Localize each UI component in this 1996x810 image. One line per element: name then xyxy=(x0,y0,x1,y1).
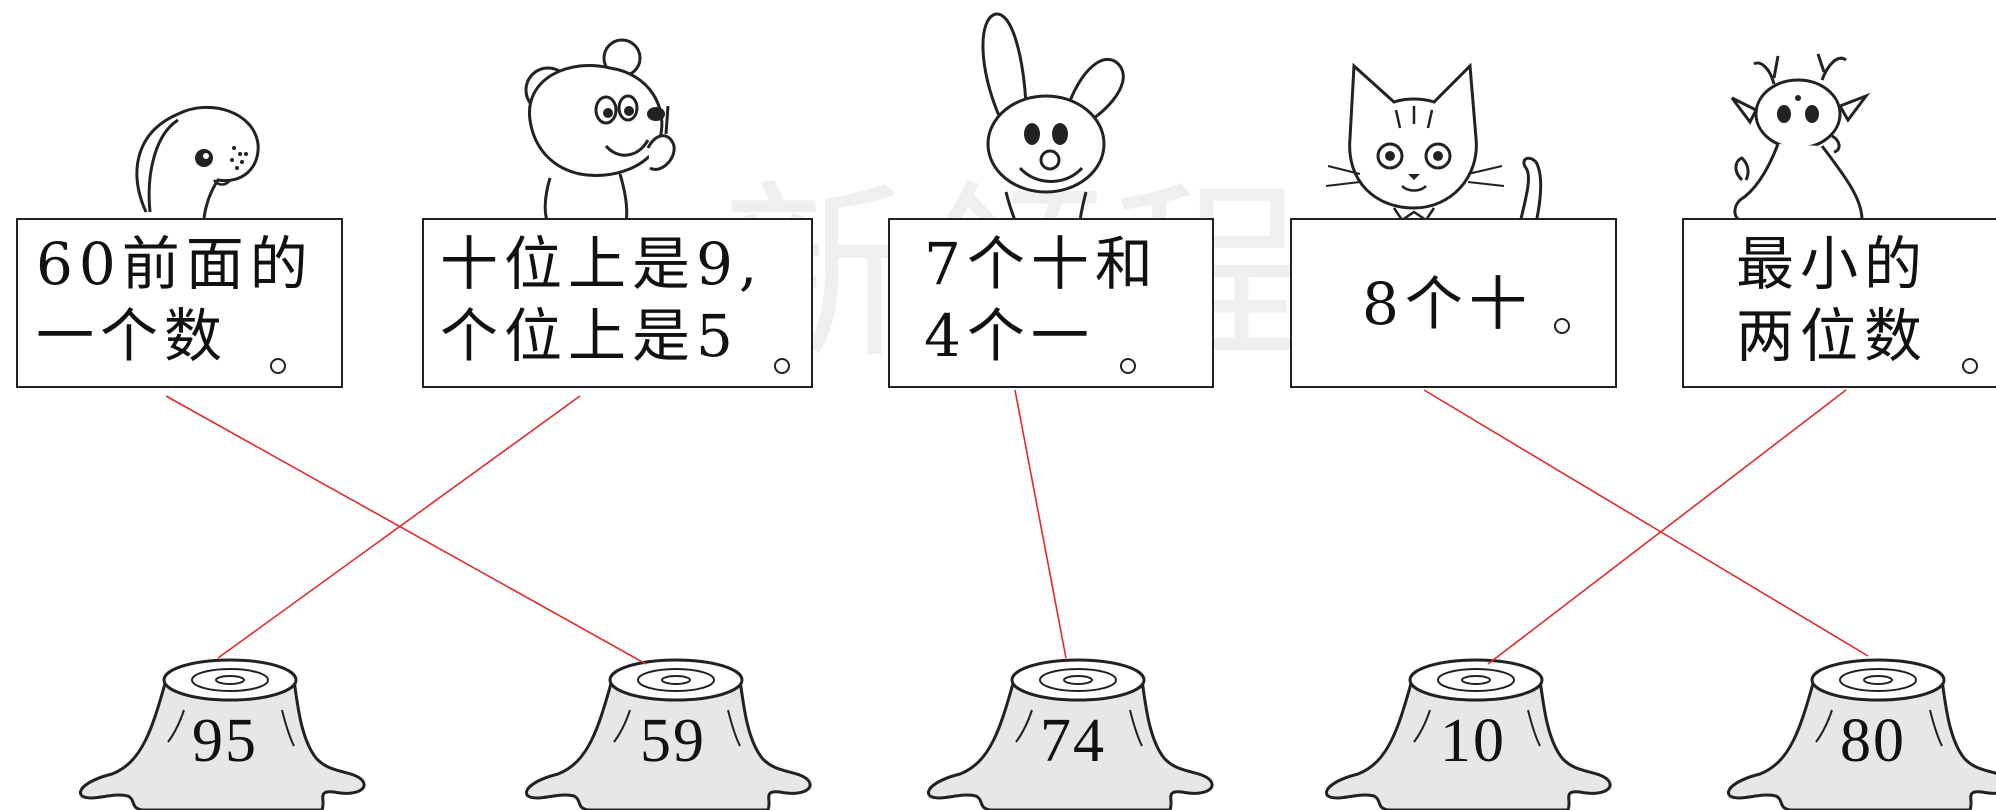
tree-stump-icon xyxy=(1727,658,1996,810)
card-3-line-2: 4个一 xyxy=(924,302,1095,370)
deer-icon xyxy=(1730,53,1871,220)
answer-circle xyxy=(1554,318,1570,334)
answer-circle xyxy=(774,358,790,374)
card-3-line-1: 7个十和 xyxy=(924,230,1159,298)
connector-line xyxy=(217,395,581,659)
connector-line xyxy=(1487,389,1847,665)
connector-line xyxy=(165,395,647,665)
card-2: 十位上是9, 个位上是5 xyxy=(422,218,813,388)
stump-number-1: 95 xyxy=(192,707,258,775)
tree-stump-icon xyxy=(927,658,1214,810)
stump-number-4: 10 xyxy=(1440,707,1506,775)
card-4-line-1: 8个十 xyxy=(1362,270,1533,338)
bear-icon xyxy=(524,38,676,223)
rabbit-icon xyxy=(981,12,1125,223)
card-5: 最小的 两位数 xyxy=(1682,218,1996,388)
card-1-line-2: 一个数 xyxy=(36,302,229,370)
answer-circle xyxy=(270,358,286,374)
puppy-icon xyxy=(135,105,260,219)
card-2-line-2: 个位上是5 xyxy=(440,302,739,370)
card-2-line-1: 十位上是9, xyxy=(440,230,764,298)
stump-number-5: 80 xyxy=(1840,707,1906,775)
card-5-line-1: 最小的 xyxy=(1736,230,1929,298)
card-5-line-2: 两位数 xyxy=(1736,302,1929,370)
cat-icon xyxy=(1325,62,1543,223)
connector-line xyxy=(1014,389,1067,659)
card-4: 8个十 xyxy=(1290,218,1617,388)
tree-stump-icon xyxy=(525,658,812,810)
connector-line xyxy=(1423,389,1869,657)
answer-circle xyxy=(1120,358,1136,374)
card-1-line-1: 60前面的 xyxy=(36,230,314,298)
stump-number-2: 59 xyxy=(640,707,706,775)
card-1: 60前面的 一个数 xyxy=(16,218,343,388)
stump-number-3: 74 xyxy=(1040,707,1106,775)
answer-circle xyxy=(1962,358,1978,374)
tree-stump-icon xyxy=(79,658,366,810)
tree-stump-icon xyxy=(1325,658,1612,810)
card-3: 7个十和 4个一 xyxy=(888,218,1214,388)
